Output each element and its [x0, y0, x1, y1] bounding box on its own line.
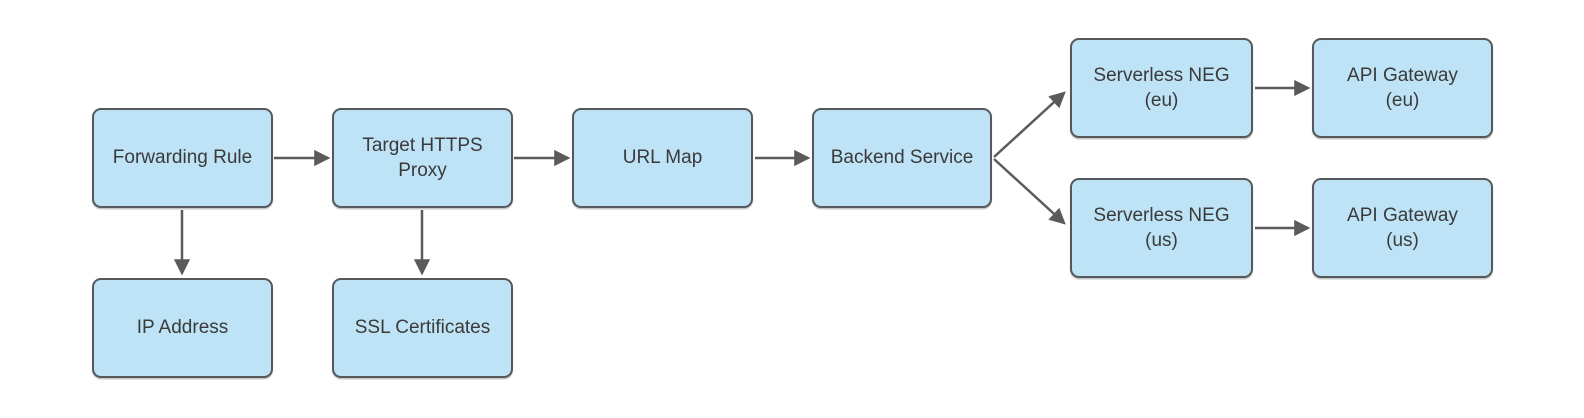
- node-forwarding-rule: Forwarding Rule: [92, 108, 273, 208]
- node-target-https-proxy: Target HTTPS Proxy: [332, 108, 513, 208]
- edge-backend-service-to-serverless-neg-eu: [993, 91, 1066, 158]
- node-url-map: URL Map: [572, 108, 753, 208]
- node-api-gateway-eu: API Gateway (eu): [1312, 38, 1493, 138]
- node-api-gateway-us: API Gateway (us): [1312, 178, 1493, 278]
- edge-backend-service-to-serverless-neg-us: [993, 158, 1066, 225]
- node-ssl-certificates: SSL Certificates: [332, 278, 513, 378]
- node-serverless-neg-us: Serverless NEG (us): [1070, 178, 1253, 278]
- node-ip-address: IP Address: [92, 278, 273, 378]
- node-backend-service: Backend Service: [812, 108, 992, 208]
- node-serverless-neg-eu: Serverless NEG (eu): [1070, 38, 1253, 138]
